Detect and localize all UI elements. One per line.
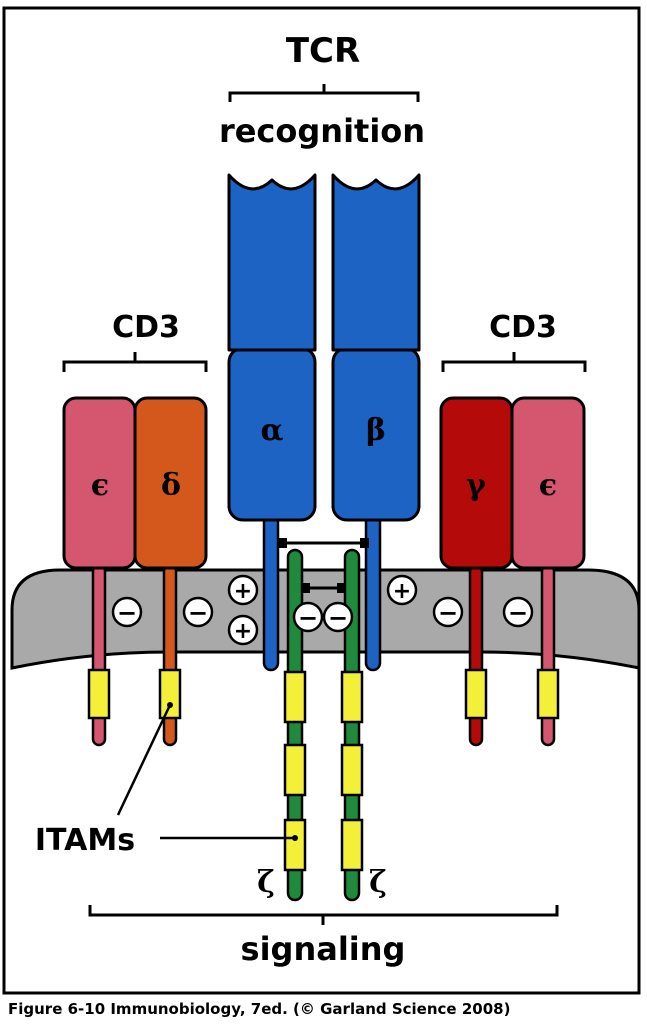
itam-segment: [283, 743, 307, 797]
alpha-variable-domain: [227, 173, 317, 352]
recognition-label: recognition: [219, 112, 425, 150]
gamma-chain: [439, 396, 514, 747]
epsilon-left-label: ϵ: [91, 468, 109, 503]
itam-segment: [283, 670, 307, 724]
itam-segment: [158, 668, 182, 720]
beta-label: β: [366, 413, 386, 448]
itam-segment: [87, 668, 111, 720]
epsilon-right-label: ϵ: [539, 468, 557, 503]
svg-text:+: +: [234, 619, 252, 644]
tcr-bracket: [228, 84, 420, 102]
charge-minus-zeta-right: −: [322, 601, 354, 633]
svg-text:−: −: [508, 599, 528, 627]
itam-segment: [340, 670, 364, 724]
charge-minus-epsilon-right: −: [502, 596, 534, 628]
figure-caption: Figure 6-10 Immunobiology, 7ed. (© Garla…: [8, 1000, 510, 1018]
signaling-label: signaling: [241, 930, 406, 968]
svg-text:−: −: [117, 599, 137, 627]
charge-plus-beta: +: [386, 574, 418, 606]
itams-pointer-lines: [116, 702, 298, 841]
itam-segment: [340, 743, 364, 797]
tcr-beta-chain: [331, 173, 421, 672]
charge-plus-alpha-bottom: +: [227, 614, 259, 646]
gamma-label: γ: [466, 468, 486, 503]
epsilon-right-chain: [510, 396, 586, 747]
alpha-beta-disulfide-bond: [278, 538, 369, 548]
svg-text:−: −: [438, 599, 458, 627]
itam-segment: [464, 668, 488, 720]
svg-text:−: −: [328, 604, 348, 632]
charge-minus-delta: −: [182, 596, 214, 628]
charge-plus-alpha-top: +: [227, 574, 259, 606]
tcr-alpha-chain: [227, 173, 317, 672]
svg-text:−: −: [298, 604, 318, 632]
itam-segment: [283, 818, 307, 872]
zeta-left-chain: [283, 548, 307, 902]
cd3-left-bracket: [62, 352, 208, 372]
delta-chain: [133, 396, 208, 747]
signaling-bracket: [88, 905, 559, 925]
zeta-right-chain: [340, 548, 364, 902]
svg-text:−: −: [188, 599, 208, 627]
cd3-right-label: CD3: [489, 310, 557, 345]
delta-label: δ: [161, 468, 181, 503]
alpha-label: α: [260, 413, 283, 448]
tcr-label: TCR: [286, 31, 360, 71]
charge-minus-zeta-left: −: [292, 601, 324, 633]
itams-label: ITAMs: [35, 823, 135, 858]
svg-text:+: +: [234, 579, 252, 604]
itam-segment: [536, 668, 560, 720]
itam-segment: [340, 818, 364, 872]
zeta-disulfide-bond: [301, 583, 346, 593]
cd3-right-bracket: [441, 352, 587, 372]
beta-variable-domain: [331, 173, 421, 352]
zeta-right-label: ζ: [369, 865, 387, 900]
charge-minus-gamma: −: [432, 596, 464, 628]
charge-minus-epsilon-left: −: [111, 596, 143, 628]
cd3-left-label: CD3: [112, 310, 180, 345]
svg-text:+: +: [393, 579, 411, 604]
zeta-left-label: ζ: [257, 865, 275, 900]
